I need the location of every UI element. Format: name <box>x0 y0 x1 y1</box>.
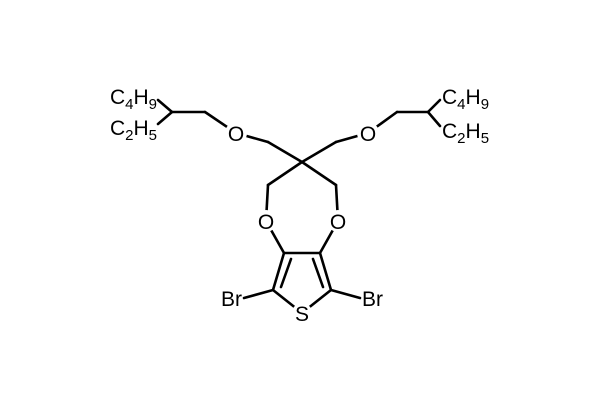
atom-br-right: Br <box>362 288 383 311</box>
label-c4h9-left: C4H9 <box>110 86 157 113</box>
bond-c3-c2 <box>271 251 286 292</box>
bond-ch2-cq-right <box>300 160 338 187</box>
atom-labels: O O O O S Br Br <box>221 123 383 326</box>
bond-ch2-cq-left <box>266 160 304 187</box>
atom-sulfur: S <box>295 303 309 326</box>
bond-cq-ch2-right <box>300 140 338 164</box>
bond-c2-br <box>242 288 275 300</box>
bond-ch-ethyl-left <box>156 110 174 126</box>
label-c4h9-right: C4H9 <box>442 86 489 113</box>
bond-ch-butyl-right <box>426 98 442 114</box>
atom-label-masks <box>225 122 379 323</box>
atom-o-ring-left: O <box>258 211 274 234</box>
bond-ch-butyl-left <box>156 98 174 114</box>
atom-br-left: Br <box>221 288 242 311</box>
label-c2h5-right: C2H5 <box>442 120 489 147</box>
bond-c4-c5 <box>318 251 333 292</box>
atom-o-ring-right: O <box>330 211 346 234</box>
label-c2h5-left: C2H5 <box>110 117 157 144</box>
atom-o-ether-left: O <box>228 123 244 146</box>
bond-c5-br <box>329 288 362 300</box>
bond-skeleton <box>156 98 442 315</box>
substituent-labels: C4H9 C2H5 C4H9 C2H5 <box>110 86 489 147</box>
bond-c4-c5-double <box>311 257 325 289</box>
bond-ch-ethyl-right <box>426 110 442 128</box>
bond-cq-ch2-left <box>266 140 304 164</box>
atom-o-ether-right: O <box>360 123 376 146</box>
bond-c3-c2-double <box>279 257 293 289</box>
